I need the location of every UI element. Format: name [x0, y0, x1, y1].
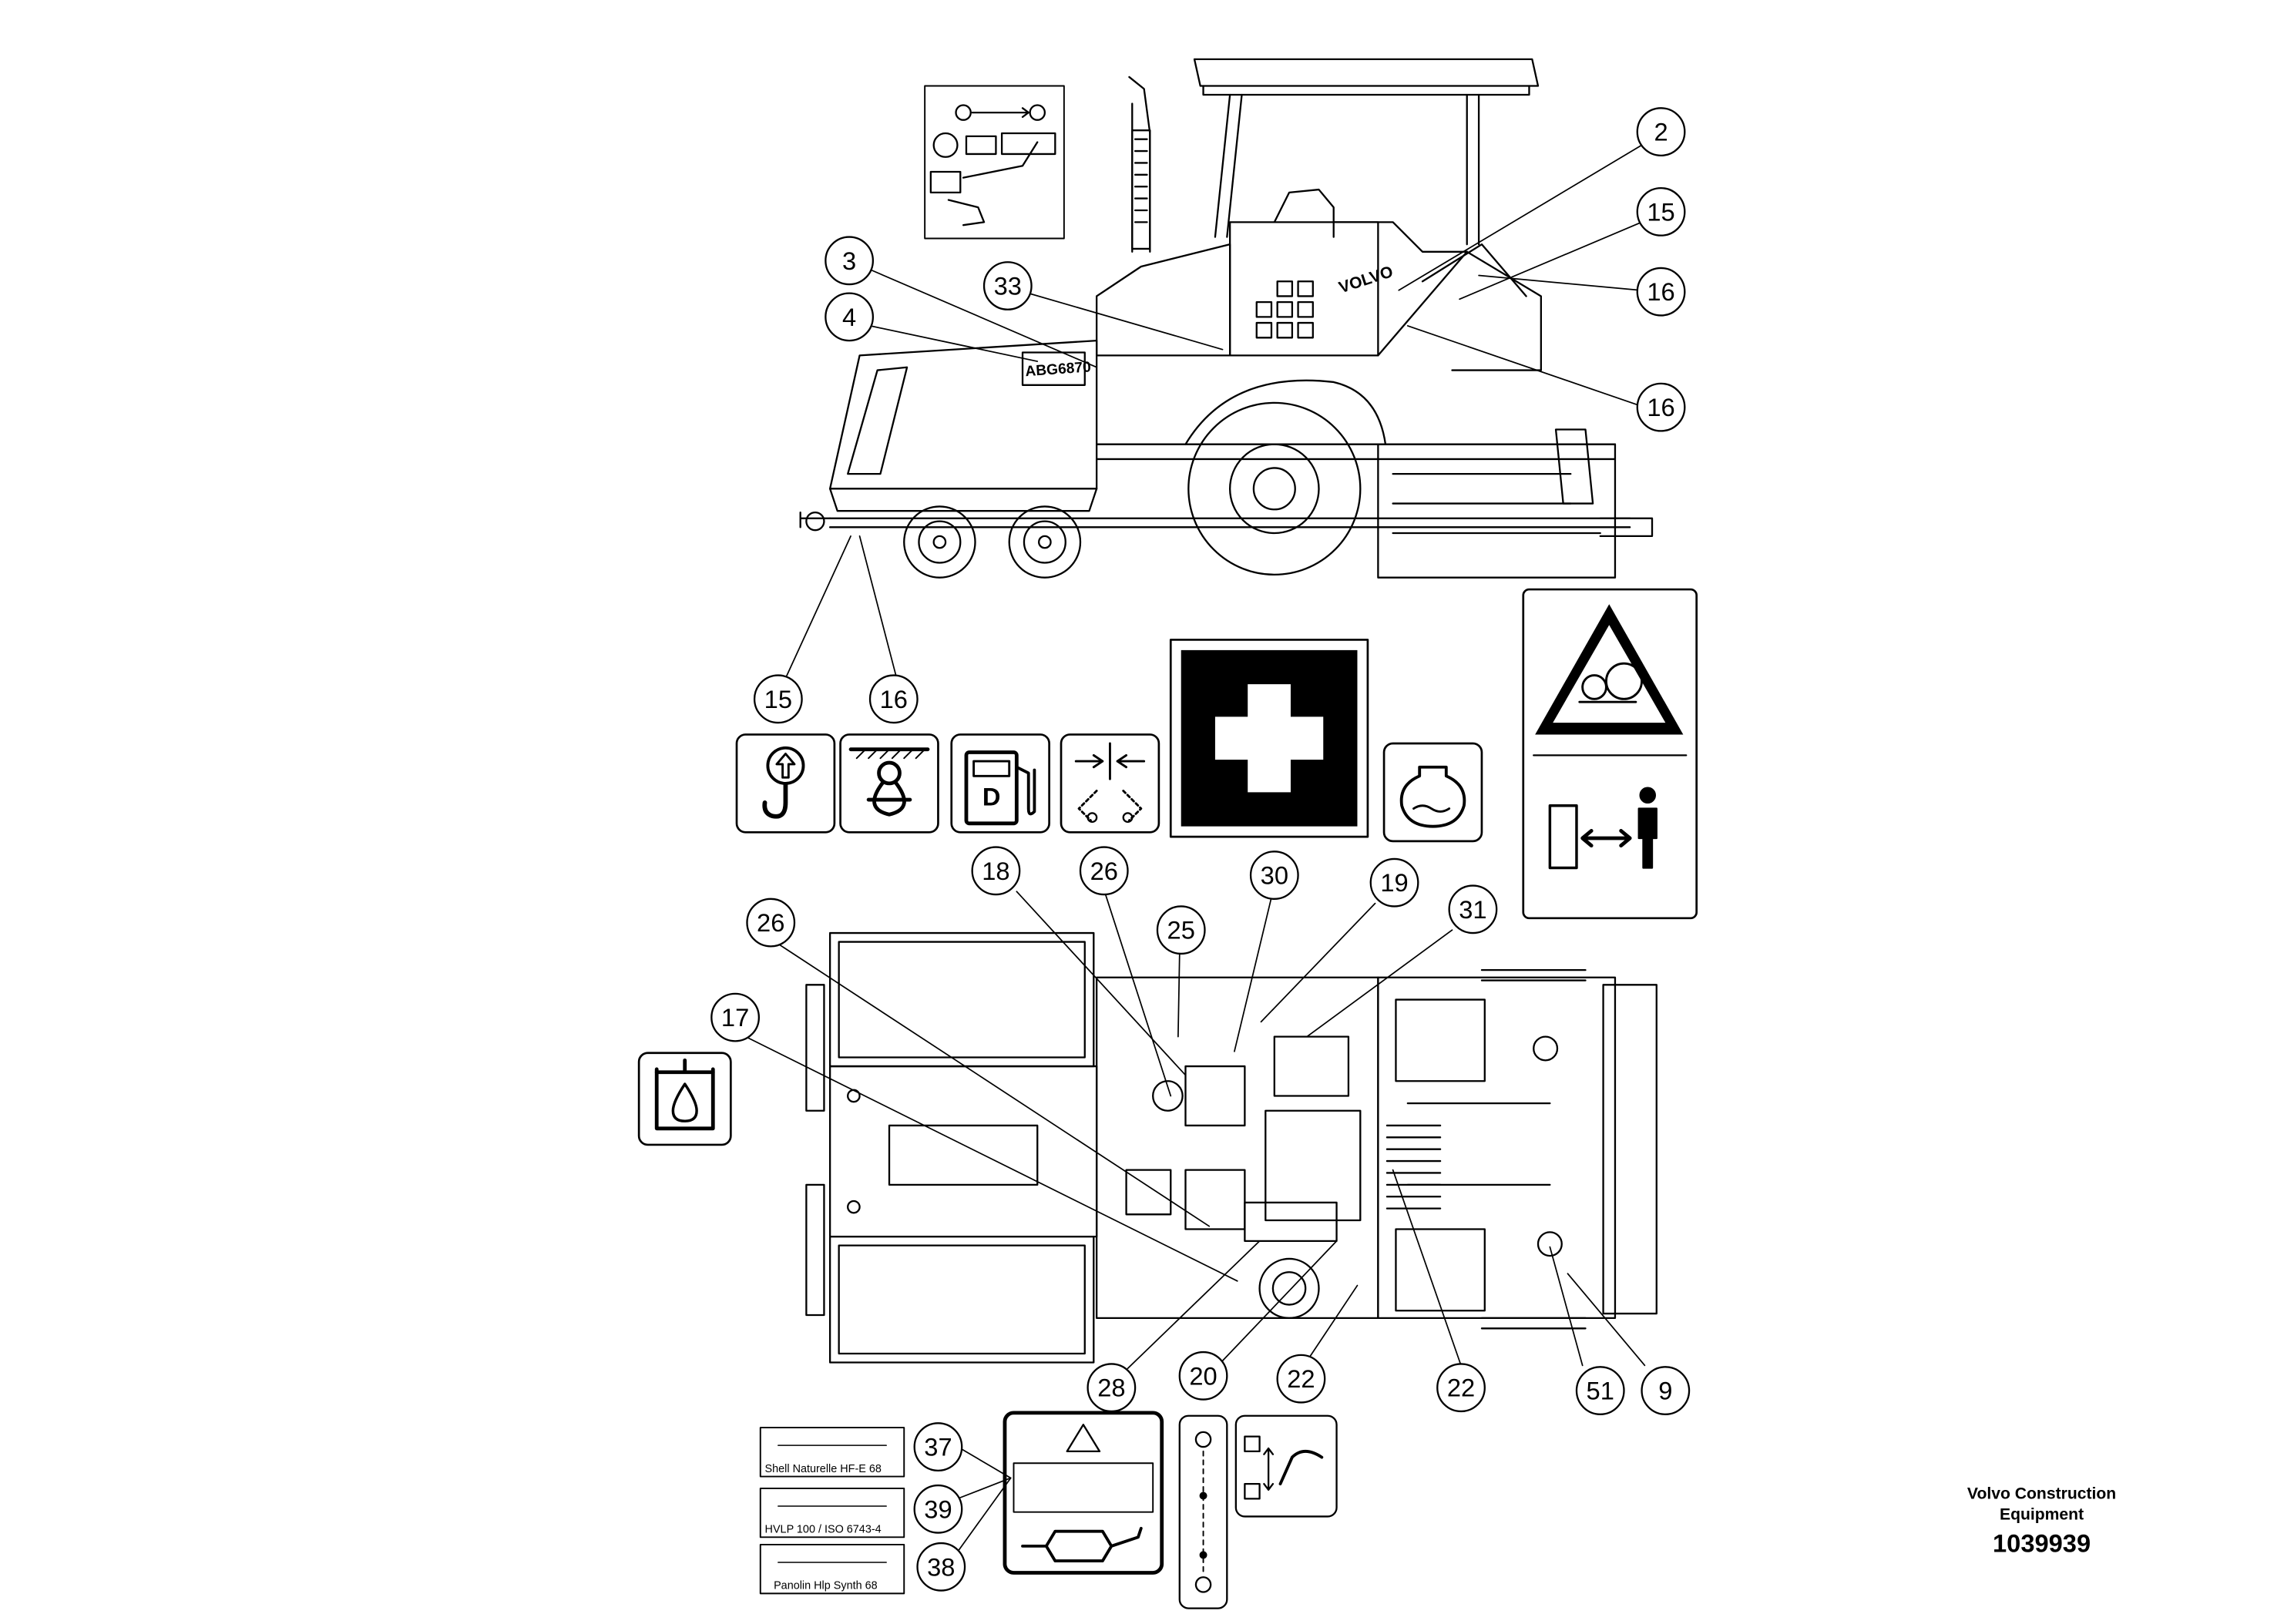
callout-text-19: 19 [1380, 868, 1408, 897]
callout-20 [1178, 1351, 1228, 1401]
company-line-2: Equipment [2000, 1505, 2084, 1523]
tie-down-icon [839, 733, 939, 834]
oil-label-1 [759, 1427, 905, 1478]
callout-text-38: 38 [927, 1552, 955, 1581]
callout-15b [753, 674, 803, 724]
callout-text-33: 33 [994, 272, 1022, 300]
callout-text-18: 18 [982, 857, 1009, 885]
oil-warning-decal-icon [1003, 1411, 1164, 1575]
callout-22b [1436, 1363, 1486, 1413]
drawing-number: 1039939 [1993, 1529, 2091, 1558]
brand-marking: VOLVO [1337, 263, 1396, 297]
callout-15a [1636, 186, 1686, 237]
callout-37 [913, 1422, 963, 1472]
callout-text-2: 2 [1654, 118, 1668, 146]
safety-pin-strip-icon [1178, 1414, 1228, 1609]
callout-25 [1156, 905, 1206, 955]
callout-16c [868, 674, 919, 724]
callout-39 [913, 1484, 963, 1534]
callout-text-9: 9 [1658, 1377, 1672, 1405]
callout-3 [825, 236, 875, 286]
pinch-point-icon [1060, 733, 1160, 834]
callout-16b [1636, 382, 1686, 432]
callout-text-3: 3 [842, 247, 856, 275]
callout-text-15a: 15 [1647, 197, 1674, 226]
callout-26a [1079, 846, 1129, 896]
callout-18 [971, 846, 1021, 896]
callout-text-25: 25 [1167, 916, 1195, 945]
callout-38 [916, 1542, 966, 1592]
callout-17 [710, 992, 761, 1042]
callout-text-16a: 16 [1647, 277, 1674, 306]
diesel-fuel-icon [950, 733, 1050, 834]
callout-circles [710, 107, 1691, 1592]
oil-label-text-1: Shell Naturelle HF-E 68 [765, 1463, 882, 1475]
callout-text-15b: 15 [764, 685, 792, 713]
footer: Volvo Construction Equipment 1039939 [1967, 1485, 2116, 1557]
callout-51 [1575, 1366, 1625, 1415]
callout-text-26b: 26 [757, 908, 784, 937]
callout-text-17: 17 [721, 1003, 749, 1032]
callout-text-22b: 22 [1447, 1374, 1475, 1402]
first-aid-icon [1169, 639, 1369, 838]
callout-9 [1641, 1366, 1691, 1415]
oil-label-text-3: Panolin Hlp Synth 68 [774, 1580, 878, 1592]
callout-text-39: 39 [924, 1495, 952, 1523]
callout-labels: 2 15 16 16 3 33 4 15 16 18 26 30 19 25 3… [721, 118, 1675, 1582]
callout-33 [982, 261, 1033, 310]
callout-2 [1636, 107, 1686, 156]
entanglement-warning-icon [1522, 588, 1698, 920]
company-line-1: Volvo Construction [1967, 1485, 2116, 1502]
callout-text-37: 37 [924, 1433, 952, 1461]
oil-label-2 [759, 1487, 905, 1538]
callout-text-30: 30 [1261, 861, 1288, 890]
model-marking: ABG6870 [1025, 359, 1092, 380]
control-panel-decal-icon [924, 85, 1065, 240]
keep-distance-icon [1548, 787, 1658, 870]
coolant-level-icon [1382, 742, 1483, 843]
paver-side-view [799, 58, 1654, 579]
callout-text-22a: 22 [1287, 1364, 1315, 1393]
callout-31 [1448, 884, 1498, 934]
oil-label-3 [759, 1544, 905, 1595]
callout-text-20: 20 [1189, 1361, 1217, 1390]
lifting-hook-icon [735, 733, 836, 834]
paver-top-view [805, 931, 1658, 1364]
callout-text-28: 28 [1097, 1374, 1125, 1402]
hydraulic-oil-tank-icon [637, 1052, 732, 1146]
callout-26b [746, 898, 796, 948]
callout-16a [1636, 267, 1686, 317]
callout-text-26a: 26 [1090, 857, 1118, 885]
callout-text-16c: 16 [880, 685, 908, 713]
leader-lines [747, 144, 1646, 1553]
callout-text-51: 51 [1587, 1377, 1614, 1405]
fuel-letter: D [982, 783, 1001, 811]
callout-28 [1087, 1363, 1137, 1413]
lock-lever-decal-icon [1234, 1414, 1338, 1518]
callout-4 [825, 292, 875, 342]
callout-22a [1276, 1354, 1326, 1404]
callout-text-16b: 16 [1647, 393, 1674, 421]
callout-text-4: 4 [842, 303, 856, 331]
callout-text-31: 31 [1459, 895, 1486, 924]
oil-label-text-2: HVLP 100 / ISO 6743-4 [765, 1524, 882, 1536]
oil-label-texts: Shell Naturelle HF-E 68 HVLP 100 / ISO 6… [765, 1463, 882, 1592]
callout-19 [1369, 857, 1419, 908]
callout-30 [1249, 851, 1299, 900]
